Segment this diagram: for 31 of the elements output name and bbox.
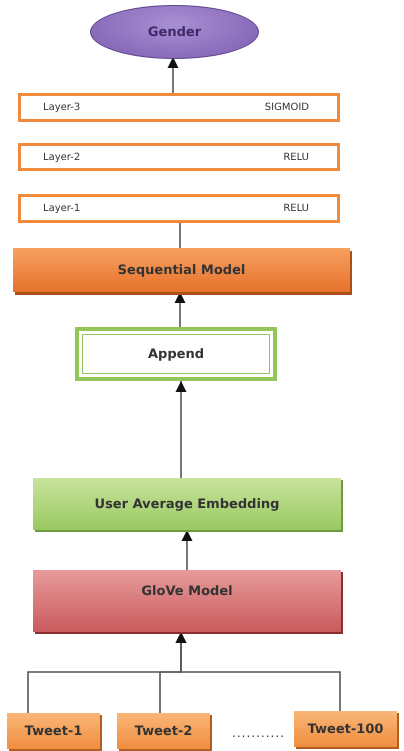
layer-name: Layer-2 — [43, 152, 80, 162]
node-label: Append — [148, 346, 204, 362]
arrow — [175, 632, 341, 711]
layer-box — [18, 194, 340, 223]
process-box — [33, 570, 341, 632]
process-box — [33, 478, 341, 530]
node-label: Sequential Model — [118, 262, 246, 278]
connector-line — [179, 223, 181, 248]
arrow — [167, 57, 179, 93]
process-box — [75, 327, 277, 381]
activation-label: SIGMOID — [264, 102, 309, 113]
node-label: Tweet-2 — [134, 724, 192, 738]
activation-label: RELU — [283, 152, 309, 162]
process-box — [7, 713, 100, 749]
node-label: User Average Embedding — [94, 496, 280, 512]
node-label: GloVe Model — [141, 584, 233, 599]
activation-label: RELU — [283, 203, 309, 214]
arrow — [174, 292, 186, 327]
node-label: Tweet-1 — [24, 724, 82, 738]
ellipsis-label: ........... — [232, 726, 285, 740]
layer-name: Layer-3 — [43, 102, 80, 113]
layer-name: Layer-1 — [43, 203, 80, 214]
process-box — [294, 711, 397, 747]
node-label: Gender — [148, 24, 202, 40]
process-box — [117, 713, 210, 749]
arrow — [181, 530, 193, 570]
layer-box — [18, 93, 340, 122]
arrow — [175, 381, 187, 478]
process-box — [13, 248, 350, 292]
layer-box — [18, 143, 340, 171]
node-label: Tweet-100 — [308, 722, 384, 736]
